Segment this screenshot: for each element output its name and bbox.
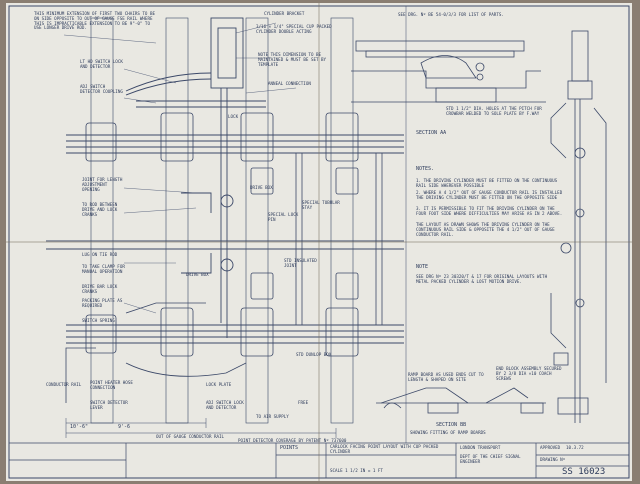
note-1: 1. THE DRIVING CYLINDER MUST BE FITTED O… (416, 178, 558, 188)
gauge-note: OUT OF GAUGE CONDUCTOR RAIL (156, 434, 225, 439)
lock-label: LOCK (228, 114, 239, 119)
rail-group-top (66, 134, 404, 154)
fold-line-vertical (318, 3, 320, 481)
extension-note: THIS MINIMUM EXTENSION OF FIRST TWO CHAI… (34, 11, 156, 31)
end-block-note: END BLOCK ASSEMBLY SECURED BY 2 3/8 DIA … (496, 366, 562, 381)
dimension-2: 10'-6" (70, 424, 89, 430)
coverage-note: POINT DETECTOR COVERAGE BY PATENT Nº 737… (238, 438, 347, 443)
note-2: 2. WHERE A 4 1/2" OUT OF GAUGE CONDUCTOR… (416, 190, 563, 200)
title-block-frame (9, 442, 629, 478)
title-layout: CARLOCK FACING POINT LAYOUT WITH CUP PAC… (330, 444, 439, 454)
parts-list-ref: SEE DRG. Nº BE 54-0/3/3 FOR LIST OF PART… (398, 12, 504, 17)
clamp-label: TO TAKE CLAMP FOR MANUAL OPERATION (82, 264, 125, 274)
stretcher-bars (65, 153, 383, 403)
drawing-sheet: THIS MINIMUM EXTENSION OF FIRST TWO CHAI… (6, 3, 632, 481)
section-bb-caption: SHOWING FITTING OF RAMP BOARDS (410, 430, 486, 435)
drive-box-label: DRIVE BOX (250, 185, 273, 190)
dimension-lines (65, 418, 337, 438)
notes-heading: NOTES. (416, 166, 435, 172)
note-3: 3. IT IS PERMISSIBLE TO FIT THE DRIVING … (416, 206, 563, 216)
free-label: FREE (298, 400, 309, 405)
packing-label: PACKING PLATE AS REQUIRED (82, 298, 123, 308)
air-supply-label: TO AIR SUPPLY (256, 414, 289, 419)
cup-packed-label: 3/16 × 1/4" SPECIAL CUP PACKED CYLINDER … (256, 24, 332, 34)
title-points: POINTS (280, 445, 299, 451)
rail-group-bottom (66, 324, 404, 344)
adj-switch-label: ADJ SWITCH LOCK AND DETECTOR (206, 400, 244, 410)
lock-plate-label: LOCK PLATE (206, 382, 232, 387)
note-4: THE LAYOUT AS DRAWN SHOWS THE DRIVING CY… (416, 222, 555, 237)
dimension-1: 9'-6 (118, 424, 131, 430)
air-connection-label: ANNEAL CONNECTION (268, 81, 311, 86)
switch-spring-label: SWITCH SPRING (82, 318, 115, 323)
section-bb-title: SECTION BB (436, 422, 467, 428)
fold-line-horizontal (6, 241, 632, 243)
section-aa-title: SECTION AA (416, 130, 447, 136)
drawing-number: SS 16023 (562, 467, 606, 477)
chairs (85, 112, 359, 357)
lower-note-text: SEE DRG Nº 23 30320/T & 17 FOR ORIGINAL … (416, 274, 548, 284)
drive-box-label-2: DRIVE BOX (186, 272, 209, 277)
title-company: LONDON TRANSPORT (460, 445, 501, 450)
special-lock-label: SPECIAL LOCK PIN (268, 212, 299, 222)
joint-label: JOINT FOR LENGTH ADJUSTMENT OPENING (82, 177, 123, 192)
cylinder-assembly (125, 17, 266, 338)
title-scale: SCALE 1 1/2 IN = 1 FT (330, 468, 383, 473)
detector-label: LT HD SWITCH LOCK AND DETECTOR (80, 59, 123, 69)
title-dept: DEPT OF THE CHIEF SIGNAL ENGINEER (460, 454, 521, 464)
heater-label: POINT HEATER HOSE CONNECTION (90, 380, 133, 390)
side-elevation (550, 30, 607, 423)
sleepers (90, 17, 354, 424)
section-bb (376, 387, 546, 414)
section-aa-bolt-note: STD 1 1/2" DIA. HOLES AT THE PITCH FOR C… (446, 106, 542, 116)
leader-lines (63, 22, 297, 314)
dunlop-box-label: STD DUNLOP BOX (296, 352, 332, 357)
section-aa (351, 40, 546, 103)
ramp-board-note: RAMP BOARD AS USED ENDS CUT TO LENGTH & … (408, 372, 484, 382)
coupling-label: ADJ SWITCH DETECTOR COUPLING (80, 84, 123, 94)
title-status: APPROVED (540, 445, 561, 450)
switch-detector-label: SWITCH DETECTOR LEVER (90, 400, 128, 410)
dimension-note: NOTE THIS DIMENSION TO BE MAINTAINED & M… (258, 52, 327, 67)
conductor-label: CONDUCTOR RAIL (46, 382, 82, 387)
cylinder-bracket-label: CYLINDER BRACKET (264, 11, 305, 16)
rod-label: TO ROD BETWEEN DRIVE AND LOCK CRANKS (82, 202, 118, 217)
special-stay-label: SPECIAL TUBULAR STAY (302, 200, 340, 210)
drive-bar-label: DRIVE BAR LOCK CRANKS (82, 284, 118, 294)
rail-group-middle (46, 240, 404, 250)
title-date: 10.3.72 (566, 445, 584, 450)
std-insulated-label: STD INSULATED JOINT (284, 258, 317, 268)
drawing-number-label: DRAWING Nº (540, 457, 566, 462)
lower-note-heading: NOTE (416, 264, 429, 270)
technical-drawing (8, 5, 630, 479)
lug-label: LUG ON TIE ROD (82, 252, 118, 257)
